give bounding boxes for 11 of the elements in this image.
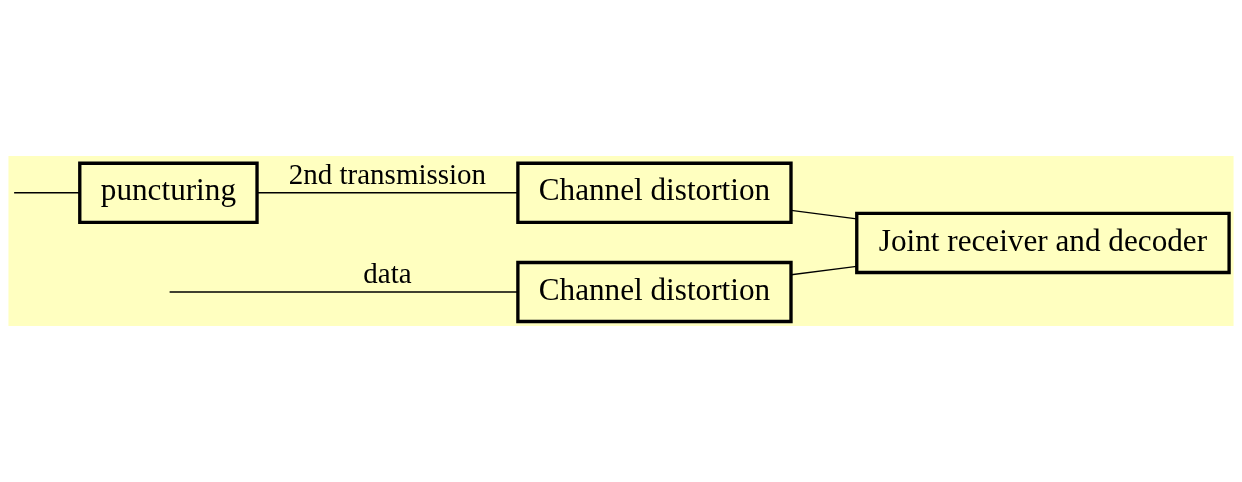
connector: [13, 192, 81, 194]
node-box: Channel distortion: [516, 260, 793, 324]
connector: [790, 265, 858, 276]
connector: [256, 192, 519, 194]
node-box: puncturing: [78, 161, 259, 224]
connector: [168, 291, 519, 293]
edge-label: data: [363, 256, 412, 289]
node-box: Channel distortion: [516, 161, 793, 224]
connector: [790, 209, 858, 220]
node-box: Joint receiver and decoder: [855, 211, 1231, 275]
edge-label: 2nd transmission: [288, 157, 487, 190]
